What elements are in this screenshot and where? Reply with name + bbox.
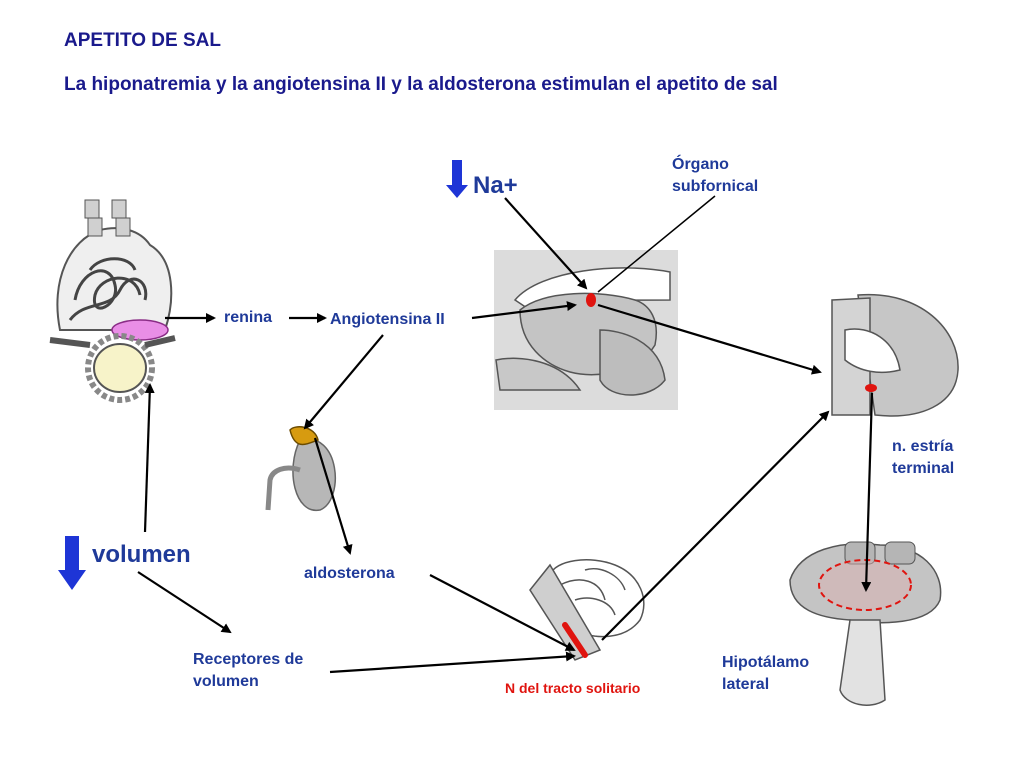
organo-subfornical-label: Órgano subfornical — [672, 154, 758, 198]
arrow-subfornical-estria — [597, 303, 822, 375]
tracto-solitario-label: N del tracto solitario — [505, 680, 641, 696]
organo-subfornical-label-line2: subfornical — [672, 178, 759, 195]
estria-terminal-label-line1: n. estría — [892, 438, 954, 455]
aldosterona-label: aldosterona — [304, 565, 395, 582]
brain-coronal-section — [831, 293, 959, 417]
angiotensina-label: Angiotensina II — [330, 311, 445, 328]
receptores-volumen-label-line1: Receptores de — [193, 651, 304, 668]
page-subtitle: La hiponatremia y la angiotensina II y l… — [64, 74, 778, 95]
estria-terminal-label: n. estría terminal — [892, 436, 954, 480]
arrow-adrenal-aldosterona — [313, 437, 353, 555]
arrow-na-subfornical — [504, 197, 588, 290]
page-title: APETITO DE SAL — [64, 30, 221, 51]
hipotalamo-lateral-label: Hipotálamo lateral — [722, 652, 809, 696]
hipotalamo-lateral-label-line2: lateral — [722, 676, 770, 693]
volumen-decrease-arrow — [58, 536, 86, 590]
brain-sagittal-section — [494, 250, 678, 410]
arrow-angiotensina-adrenal — [303, 334, 384, 430]
arrow-receptores-nts — [329, 651, 576, 674]
arrow-label-subfornical — [597, 195, 716, 293]
estria-terminal-label-line2: terminal — [892, 460, 955, 477]
kidney-adrenal-illustration — [265, 426, 337, 511]
arrow-aldosterona-nts — [429, 574, 576, 651]
hipotalamo-lateral-label-line1: Hipotálamo — [722, 654, 810, 671]
arrow-nts-estria — [601, 410, 830, 641]
na-label: Na+ — [473, 172, 518, 199]
receptores-volumen-label: Receptores de volumen — [193, 649, 303, 693]
na-decrease-arrow — [446, 160, 468, 198]
arrow-volumen-receptores — [137, 571, 232, 634]
volumen-label: volumen — [92, 541, 191, 568]
glomerulus-illustration — [49, 199, 176, 403]
arrow-estria-hipotalamo — [861, 392, 874, 592]
hypothalamus-illustration — [789, 541, 942, 706]
brainstem-illustration — [529, 559, 645, 661]
renina-label: renina — [224, 309, 273, 326]
organo-subfornical-label-line1: Órgano — [672, 156, 729, 173]
arrow-angiotensina-subfornical — [471, 301, 577, 320]
pathway-arrows — [137, 195, 874, 674]
receptores-volumen-label-line2: volumen — [193, 673, 259, 690]
arrow-volumen-kidney — [143, 383, 155, 533]
